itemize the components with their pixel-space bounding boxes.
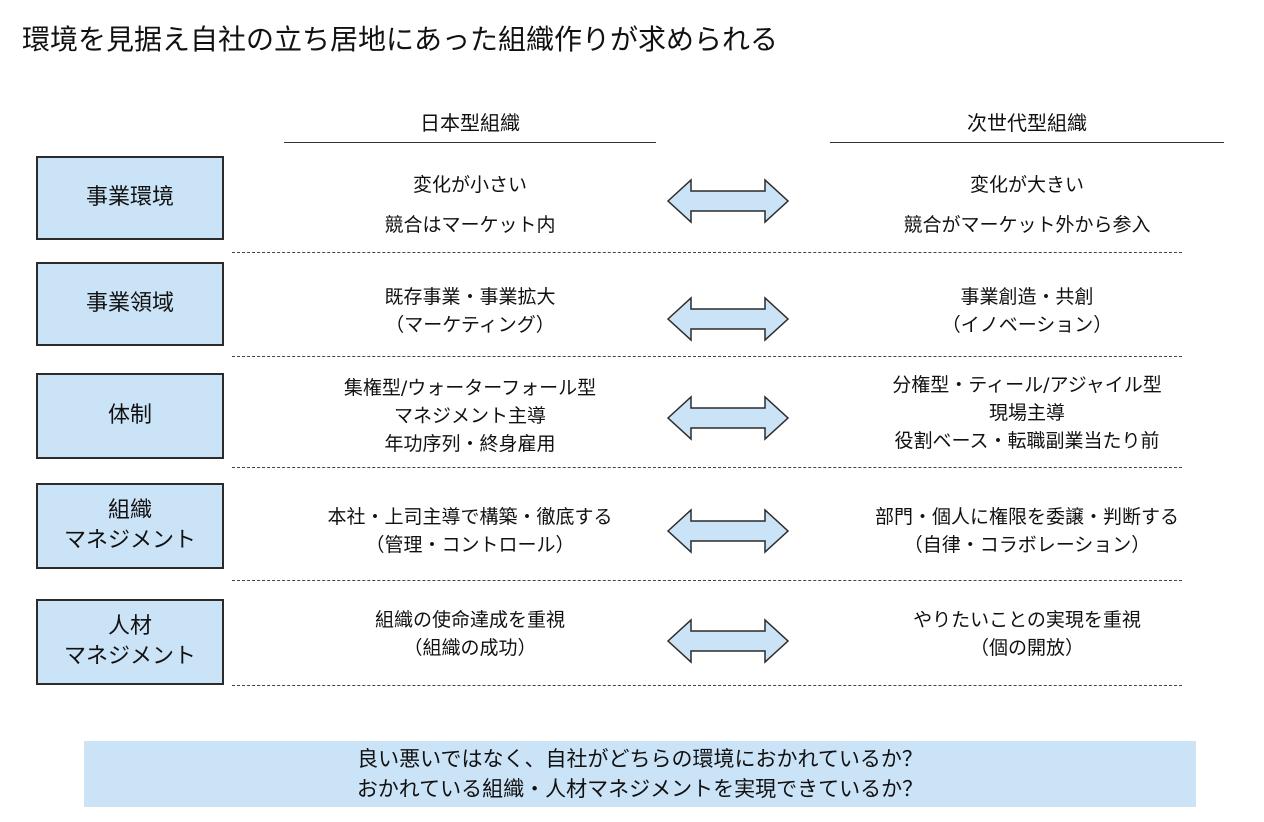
cell-line: 組織の使命達成を重視 — [374, 609, 565, 631]
right-cell-talent-management: やりたいことの実現を重視 （個の開放） — [830, 606, 1224, 662]
cell-line: 既存事業・事業拡大 — [384, 286, 556, 308]
row-label-text: 事業環境 — [85, 185, 174, 210]
cell-line: （自律・コラボレーション） — [903, 534, 1151, 556]
left-cell-talent-management: 組織の使命達成を重視 （組織の成功） — [284, 606, 656, 662]
right-cell-structure: 分権型・ティール/アジャイル型 現場主導 役割ベース・転職副業当たり前 — [830, 370, 1224, 456]
page-title: 環境を見据え自社の立ち居地にあった組織作りが求められる — [22, 23, 779, 56]
cell-line: 役割ベース・転職副業当たり前 — [894, 430, 1160, 452]
cell-line: （管理・コントロール） — [365, 534, 575, 556]
row-label-business-environment: 事業環境 — [36, 156, 224, 240]
cell-line: 年功序列・終身雇用 — [384, 433, 556, 455]
cell-line: 分権型・ティール/アジャイル型 — [892, 374, 1162, 396]
double-arrow-icon — [666, 296, 790, 342]
cell-line: （マーケティング） — [385, 314, 555, 336]
left-cell-organization-management: 本社・上司主導で構築・徹底する （管理・コントロール） — [284, 503, 656, 559]
left-cell-structure: 集権型/ウォーターフォール型 マネジメント主導 年功序列・終身雇用 — [284, 373, 656, 459]
row-divider — [232, 580, 1182, 581]
double-arrow-icon — [666, 508, 790, 554]
summary-question-line: おかれている組織・人材マネジメントを実現できているか？ — [356, 777, 924, 801]
right-cell-business-domain: 事業創造・共創 （イノベーション） — [830, 283, 1224, 339]
cell-line: 変化が小さい — [412, 174, 527, 196]
row-divider — [232, 685, 1182, 686]
row-label-organization-management: 組織 マネジメント — [36, 483, 224, 569]
right-cell-organization-management: 部門・個人に権限を委譲・判断する （自律・コラボレーション） — [830, 503, 1224, 559]
row-label-text: マネジメント — [63, 644, 196, 669]
cell-line: マネジメント主導 — [393, 405, 546, 427]
summary-question-line: 良い悪いではなく、自社がどちらの環境におかれているか？ — [357, 747, 923, 771]
row-label-text: 体制 — [107, 403, 152, 428]
row-label-text: マネジメント — [63, 528, 196, 553]
cell-line: 競合がマーケット外から参入 — [903, 214, 1151, 236]
cell-line: （イノベーション） — [941, 314, 1113, 336]
row-label-text: 組織 — [107, 498, 152, 523]
row-label-talent-management: 人材 マネジメント — [36, 599, 224, 685]
double-arrow-icon — [666, 618, 790, 664]
cell-line: 競合はマーケット内 — [384, 214, 556, 236]
column-header-japanese-org: 日本型組織 — [284, 108, 656, 143]
double-arrow-icon — [666, 395, 790, 441]
cell-line: 集権型/ウォーターフォール型 — [343, 377, 597, 399]
cell-line: 現場主導 — [988, 402, 1065, 424]
cell-line: 事業創造・共創 — [960, 286, 1094, 308]
left-cell-business-domain: 既存事業・事業拡大 （マーケティング） — [284, 283, 656, 339]
cell-line: 本社・上司主導で構築・徹底する — [327, 506, 613, 528]
summary-question-box: 良い悪いではなく、自社がどちらの環境におかれているか？ おかれている組織・人材マ… — [84, 741, 1196, 807]
column-header-next-gen-org: 次世代型組織 — [830, 108, 1224, 143]
left-cell-business-environment: 変化が小さい 競合はマーケット内 — [284, 165, 656, 245]
row-divider — [232, 467, 1182, 468]
cell-line: 変化が大きい — [969, 174, 1084, 196]
cell-line: （組織の成功） — [403, 637, 537, 659]
row-label-text: 人材 — [107, 614, 152, 639]
row-label-text: 事業領域 — [85, 291, 174, 316]
row-label-business-domain: 事業領域 — [36, 262, 224, 346]
right-cell-business-environment: 変化が大きい 競合がマーケット外から参入 — [830, 165, 1224, 245]
cell-line: （個の開放） — [969, 637, 1084, 659]
row-divider — [232, 252, 1182, 253]
row-label-structure: 体制 — [36, 373, 224, 459]
double-arrow-icon — [666, 178, 790, 224]
cell-line: 部門・個人に権限を委譲・判断する — [874, 506, 1179, 528]
cell-line: やりたいことの実現を重視 — [913, 609, 1141, 631]
row-divider — [232, 356, 1182, 357]
